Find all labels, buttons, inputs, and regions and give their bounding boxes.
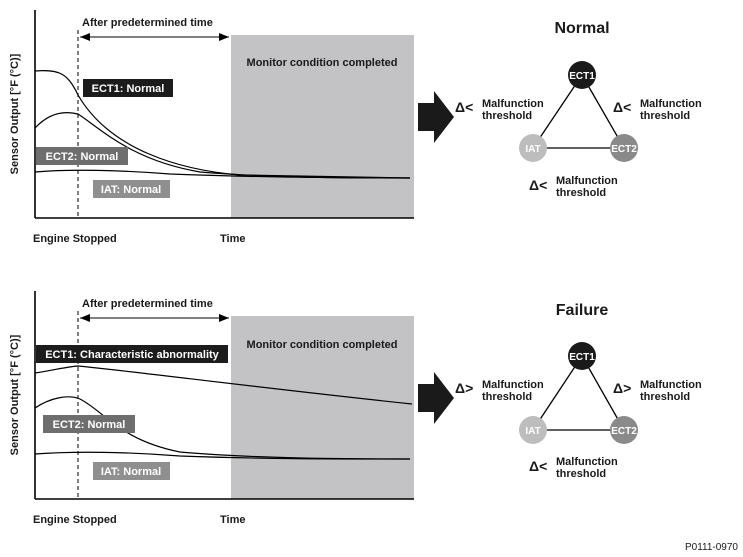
- iat-curve: [34, 451, 411, 460]
- iat-curve: [34, 169, 411, 179]
- right-threshold-line1: Malfunction: [640, 98, 702, 110]
- right-threshold-line1: Malfunction: [640, 379, 702, 391]
- interval-arrow: [80, 314, 229, 322]
- right-threshold-line2: threshold: [640, 391, 690, 403]
- left-threshold-line2: threshold: [482, 110, 532, 122]
- triangle-title: Failure: [556, 302, 609, 319]
- interval-arrow: [80, 33, 229, 41]
- shaded-region-label: Monitor condition completed: [247, 57, 398, 69]
- ect1-label-box: [83, 79, 173, 97]
- panel-failure: Monitor condition completed Sensor Outpu…: [9, 291, 702, 526]
- bottom-delta-symbol: Δ<: [529, 177, 547, 193]
- time-label: Time: [220, 514, 245, 526]
- ect2-node-label: ECT2: [611, 144, 637, 155]
- y-axis-label: Sensor Output [°F (°C)]: [9, 53, 21, 174]
- ect1-node: [568, 61, 596, 89]
- iat-node: [519, 416, 547, 444]
- ect2-node: [610, 134, 638, 162]
- y-axis-label: Sensor Output [°F (°C)]: [9, 334, 21, 455]
- bottom-threshold-line2: threshold: [556, 468, 606, 480]
- ect1-curve: [34, 69, 411, 179]
- ect1-curve: [34, 365, 413, 405]
- ect1-label: ECT1: Normal: [92, 83, 165, 95]
- ect2-label: ECT2: Normal: [53, 419, 126, 431]
- ect2-node-label: ECT2: [611, 426, 637, 437]
- arrow-icon: [418, 91, 454, 143]
- iat-node-label: IAT: [525, 144, 540, 155]
- iat-label-box: [93, 180, 170, 198]
- ect2-label: ECT2: Normal: [46, 151, 119, 163]
- ect1-label: ECT1: Characteristic abnormality: [45, 349, 219, 361]
- shaded-region: [231, 316, 414, 499]
- arrow-icon: [418, 372, 454, 424]
- engine-stopped-label: Engine Stopped: [33, 514, 117, 526]
- iat-label-box: [93, 462, 170, 480]
- bottom-delta-symbol: Δ<: [529, 458, 547, 474]
- engine-stopped-label: Engine Stopped: [33, 233, 117, 245]
- left-delta-symbol: Δ<: [455, 99, 473, 115]
- ect1-node: [568, 342, 596, 370]
- ect2-node: [610, 416, 638, 444]
- bottom-threshold-line1: Malfunction: [556, 456, 618, 468]
- panel-normal: Monitor condition completed Sensor Outpu…: [9, 10, 702, 245]
- left-threshold-line2: threshold: [482, 391, 532, 403]
- left-threshold-line1: Malfunction: [482, 98, 544, 110]
- shaded-region-label: Monitor condition completed: [247, 339, 398, 351]
- left-delta-symbol: Δ>: [455, 380, 473, 396]
- ect2-label-box: [43, 415, 135, 433]
- sensor-triangle: [532, 355, 625, 431]
- bottom-threshold-line1: Malfunction: [556, 175, 618, 187]
- ect2-label-box: [36, 147, 128, 165]
- ect1-node-label: ECT1: [569, 71, 595, 82]
- shaded-region: [231, 35, 414, 218]
- right-delta-symbol: Δ>: [613, 380, 631, 396]
- bottom-threshold-line2: threshold: [556, 187, 606, 199]
- ect1-label-box: [36, 345, 228, 363]
- ect1-node-label: ECT1: [569, 352, 595, 363]
- interval-label: After predetermined time: [82, 298, 213, 310]
- iat-label: IAT: Normal: [101, 466, 161, 478]
- time-label: Time: [220, 233, 245, 245]
- triangle-title: Normal: [554, 20, 609, 37]
- iat-node-label: IAT: [525, 426, 540, 437]
- right-delta-symbol: Δ<: [613, 99, 631, 115]
- iat-label: IAT: Normal: [101, 184, 161, 196]
- interval-label: After predetermined time: [82, 17, 213, 29]
- right-threshold-line2: threshold: [640, 110, 690, 122]
- sensor-triangle: [532, 74, 625, 149]
- iat-node: [519, 134, 547, 162]
- figure-code: P0111-0970: [685, 542, 738, 553]
- left-threshold-line1: Malfunction: [482, 379, 544, 391]
